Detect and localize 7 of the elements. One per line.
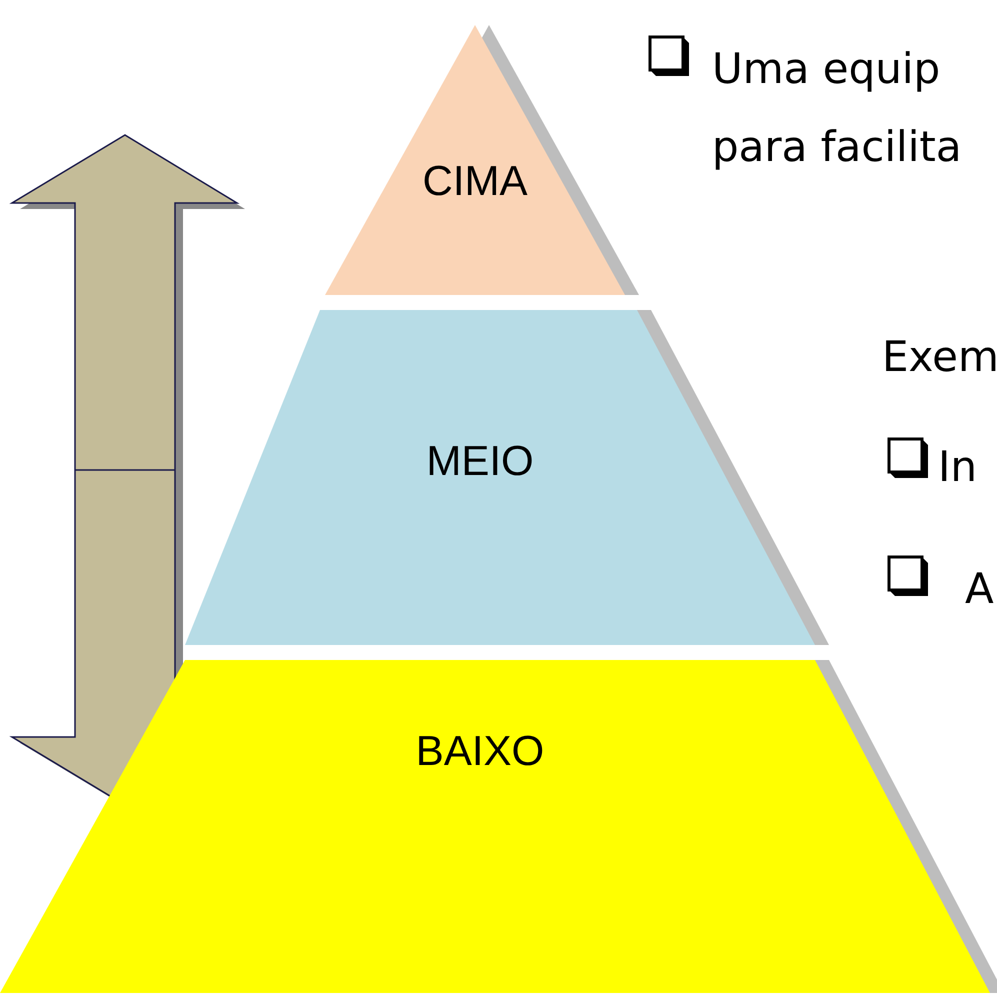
tier-label: CIMA xyxy=(422,157,528,205)
bullet-text: Uma equip para facilita xyxy=(712,43,963,173)
bullet-text: A xyxy=(965,563,995,615)
tier-label: BAIXO xyxy=(416,727,544,775)
tier-label: MEIO xyxy=(426,437,534,485)
bullet-text: Exem xyxy=(882,331,997,383)
bullet-text: In xyxy=(938,441,978,493)
